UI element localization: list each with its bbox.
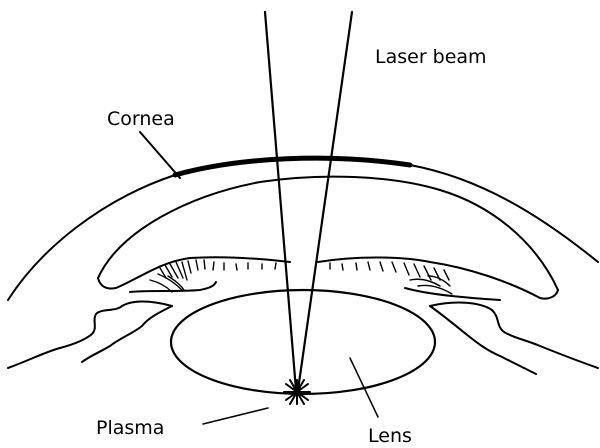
laser-beam-left — [265, 12, 296, 390]
ciliary-right-inner — [430, 306, 536, 374]
lens-leader — [350, 358, 378, 417]
lens-label: Lens — [368, 427, 412, 446]
outer-eye-contour — [8, 158, 598, 300]
cornea-inner-surface — [98, 177, 558, 290]
cornea-right-end — [540, 290, 558, 299]
laser-beam-label: Laser beam — [375, 48, 487, 67]
cornea-label: Cornea — [107, 110, 175, 129]
lens-shape — [171, 290, 435, 394]
iris-left — [116, 257, 290, 292]
cornea-left-end — [98, 278, 116, 289]
ciliary-right — [430, 303, 598, 368]
laser-beam-right — [298, 12, 352, 390]
plasma-burst — [284, 380, 310, 404]
plasma-label: Plasma — [96, 419, 164, 438]
cornea-outer-surface — [175, 158, 410, 175]
plasma-leader — [203, 408, 268, 424]
cornea-leader — [140, 132, 180, 178]
